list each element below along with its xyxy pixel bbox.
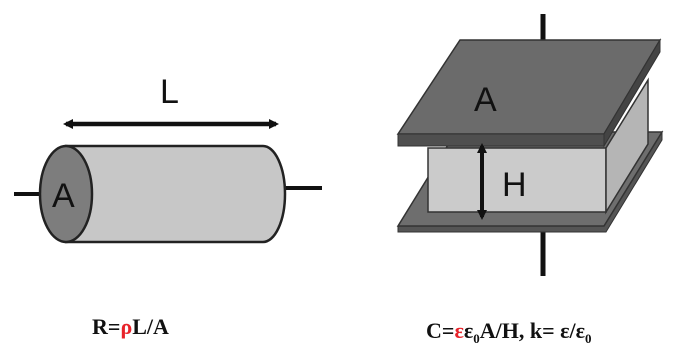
capacitor-figure: A H — [396, 14, 664, 276]
resistor-area-label: A — [52, 177, 75, 215]
capacitance-formula: C=εε0A/H, k= ε/ε0 — [426, 318, 592, 346]
permittivity-symbol: ε — [454, 318, 464, 343]
resistance-formula: R=ρL/A — [92, 314, 169, 340]
resistor-figure: A L — [14, 73, 322, 244]
top-plate — [396, 39, 662, 135]
vacuum-permittivity-symbol: ε — [463, 318, 474, 343]
capacitor-area-label: A — [474, 81, 497, 119]
cylinder-end-face — [38, 144, 94, 244]
capacitance-formula-prefix: C= — [426, 318, 455, 343]
length-label: L — [160, 73, 179, 111]
top-plate-side-edge — [603, 38, 661, 148]
cylinder-body — [64, 144, 287, 244]
top-plate-edge — [397, 133, 605, 147]
height-label: H — [502, 166, 527, 204]
resistance-formula-prefix: R= — [92, 314, 121, 339]
vacuum-permittivity-subscript: 0 — [473, 331, 480, 346]
dielectric-constant-subscript: 0 — [585, 331, 592, 346]
capacitance-formula-rest: A/H, k= ε/ε — [479, 318, 586, 343]
resistivity-symbol: ρ — [120, 314, 133, 339]
dielectric-side — [605, 77, 649, 215]
resistance-formula-suffix: L/A — [132, 314, 169, 339]
